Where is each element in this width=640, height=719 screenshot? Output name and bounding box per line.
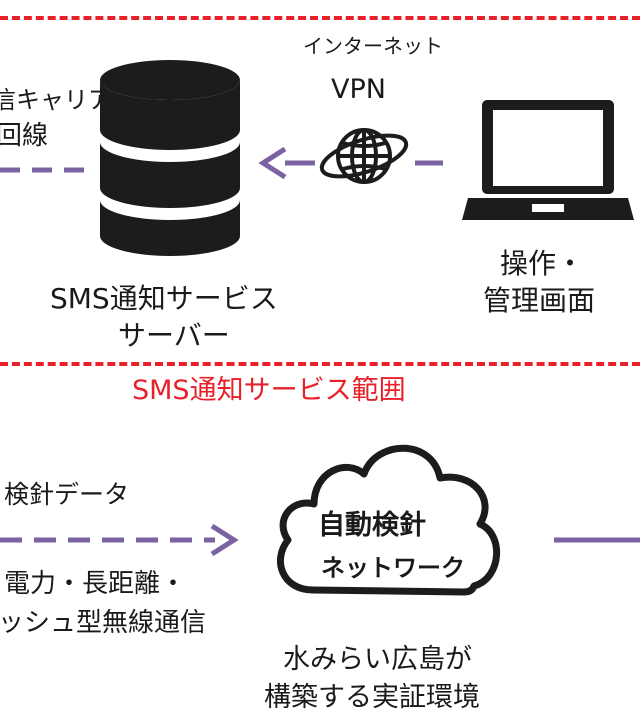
network-connection-line [554, 537, 640, 543]
cloud-icon [276, 444, 500, 596]
env-caption-line1: 水みらい広島が [283, 644, 472, 675]
terminal-caption-line2: 管理画面 [483, 284, 596, 317]
laptop-icon [462, 100, 634, 220]
terminal-caption-line1: 操作・ [500, 247, 585, 280]
carrier-connection-line [0, 167, 85, 173]
scope-border-top [0, 16, 640, 20]
scope-border-bottom [0, 362, 640, 366]
cloud-label-line1: 自動検針 [318, 510, 426, 541]
wireless-desc-line2: ッシュ型無線通信 [0, 608, 207, 638]
internet-label: インターネット [303, 34, 443, 58]
wireless-desc-line1: 電力・長距離・ [4, 569, 187, 599]
globe-icon [319, 128, 409, 184]
meter-data-label: 検針データ [4, 480, 130, 509]
vpn-label: VPN [331, 74, 386, 105]
meter-data-arrow [0, 523, 239, 557]
server-caption-line2: サーバー [118, 319, 230, 352]
scope-label: SMS通知サービス範囲 [132, 375, 406, 406]
carrier-label-line2: 回線 [0, 121, 49, 151]
cloud-label-line2: ネットワーク [321, 554, 465, 582]
vpn-arrow [258, 146, 443, 180]
env-caption-line2: 構築する実証環境 [264, 682, 480, 713]
server-caption-line1: SMS通知サービス [50, 282, 278, 315]
carrier-label-line1: 信キャリア [0, 86, 112, 114]
server-database-icon [100, 60, 240, 256]
